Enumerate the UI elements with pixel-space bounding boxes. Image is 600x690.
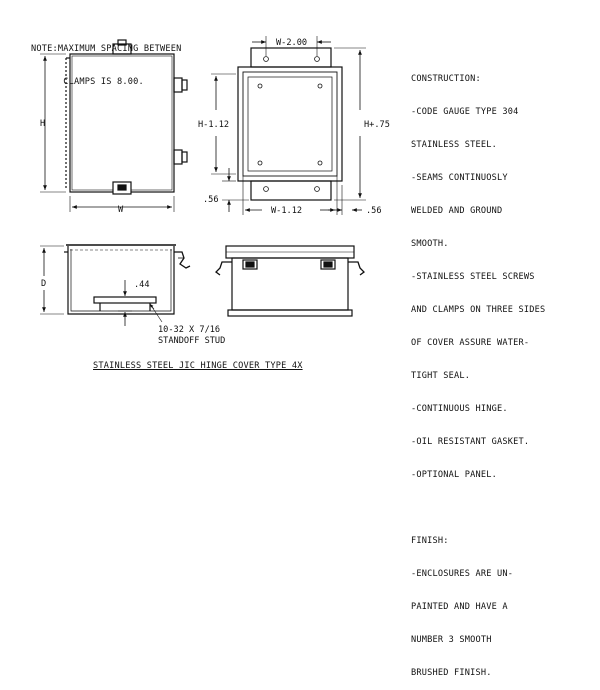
- back-view: [211, 36, 366, 215]
- spec-line: -SEAMS CONTINUOSLY: [411, 173, 508, 183]
- mounting-foot-top: [250, 47, 332, 68]
- spec-line: -CODE GAUGE TYPE 304: [411, 107, 519, 117]
- dim-056-left: .56: [203, 195, 219, 205]
- note-line: NOTE:MAXIMUM SPACING BETWEEN: [31, 44, 182, 54]
- spec-line: STAINLESS STEEL.: [411, 140, 497, 150]
- spec-line: NUMBER 3 SMOOTH: [411, 635, 492, 645]
- front-enclosure: [69, 53, 175, 193]
- side-view: [215, 245, 365, 317]
- spacing-note: NOTE:MAXIMUM SPACING BETWEEN CLAMPS IS 8…: [31, 22, 181, 99]
- dim-h-plus-75: H+.75: [364, 120, 390, 130]
- spec-line: -STAINLESS STEEL SCREWS: [411, 272, 535, 282]
- dim-h-minus-112: H-1.12: [198, 120, 229, 130]
- back-enclosure: [237, 66, 343, 182]
- section-view: [40, 244, 191, 326]
- dim-w: W: [118, 205, 124, 215]
- spec-line: CONSTRUCTION:: [411, 74, 481, 84]
- mounting-foot-bottom: [250, 180, 332, 201]
- panel: [93, 296, 157, 304]
- section-clamp: [174, 251, 191, 269]
- spec-line: -OPTIONAL PANEL.: [411, 470, 497, 480]
- dim-d: D: [41, 279, 46, 289]
- dim-044: .44: [134, 280, 150, 290]
- section-box: [67, 246, 175, 315]
- spec-line: TIGHT SEAL.: [411, 371, 471, 381]
- top-clamp: [112, 43, 132, 55]
- dim-h: H: [40, 119, 45, 129]
- spec-line: -OIL RESISTANT GASKET.: [411, 437, 530, 447]
- dim-w-minus-2: W-2.00: [276, 38, 307, 48]
- spec-line: BRUSHED FINISH.: [411, 668, 492, 678]
- dim-056-right: .56: [366, 206, 382, 216]
- side-clamp-upper: [173, 77, 183, 93]
- spec-line: -CONTINUOUS HINGE.: [411, 404, 508, 414]
- stud-label-2: STANDOFF STUD: [158, 336, 225, 346]
- stud-label-1: 10-32 X 7/16: [158, 325, 220, 335]
- specifications-block: CONSTRUCTION: -CODE GAUGE TYPE 304 STAIN…: [411, 52, 545, 690]
- side-clamp-lower: [173, 149, 183, 165]
- spec-line: OF COVER ASSURE WATER-: [411, 338, 530, 348]
- note-line: CLAMPS IS 8.00.: [31, 77, 144, 87]
- spec-line: FINISH:: [411, 536, 449, 546]
- front-view: [40, 39, 188, 212]
- spec-line: PAINTED AND HAVE A: [411, 602, 508, 612]
- drawing-canvas: H W: [40, 36, 390, 346]
- spec-line: SMOOTH.: [411, 239, 449, 249]
- spec-line: [411, 503, 545, 514]
- dim-w-minus-112: W-1.12: [271, 206, 302, 216]
- spec-line: WELDED AND GROUND: [411, 206, 503, 216]
- spec-line: -ENCLOSURES ARE UN-: [411, 569, 514, 579]
- side-base: [227, 309, 353, 317]
- drawing-title: STAINLESS STEEL JIC HINGE COVER TYPE 4X: [93, 361, 303, 371]
- spec-line: AND CLAMPS ON THREE SIDES: [411, 305, 546, 315]
